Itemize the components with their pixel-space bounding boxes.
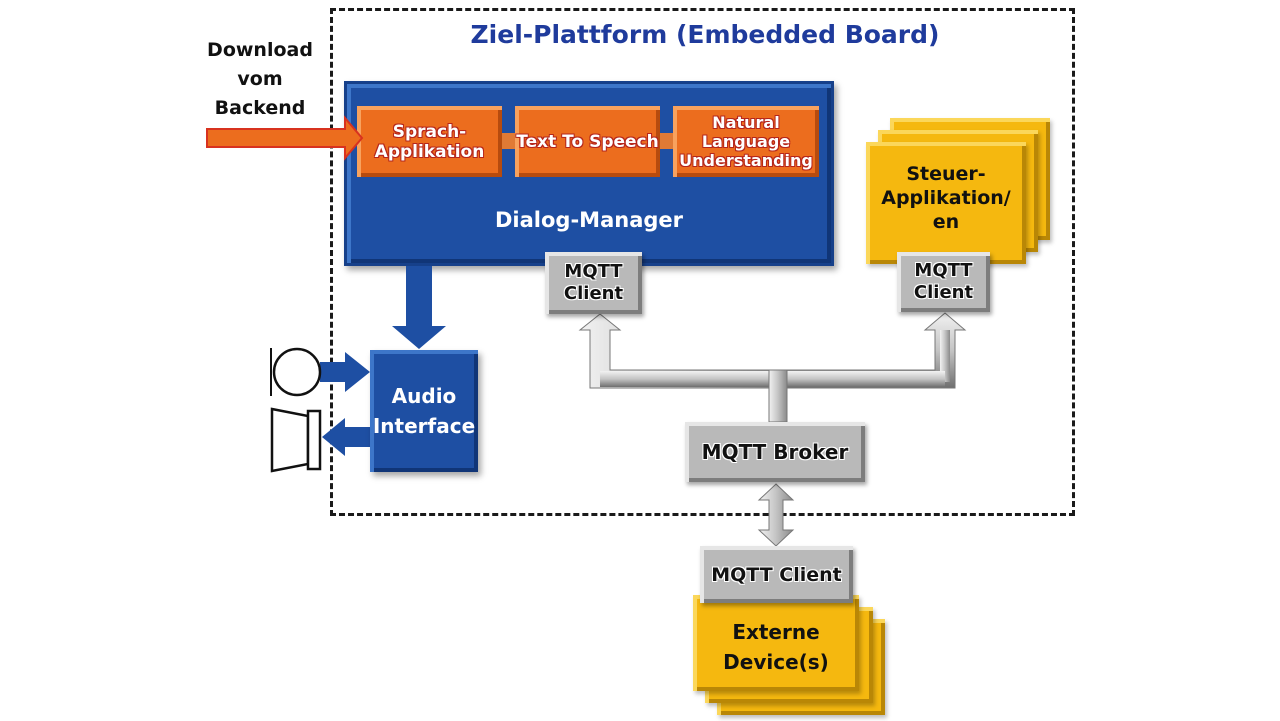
control-application-box: Steuer- Applikation/ en: [866, 142, 1026, 264]
bus-to-broker-stem: [768, 369, 788, 423]
external-mqtt-client: MQTT Client: [700, 546, 853, 603]
platform-boundary: [330, 8, 1075, 516]
nlu-module: Natural Language Understanding: [673, 106, 819, 177]
speech-application-module: Sprach- Applikation: [357, 106, 502, 177]
audio-to-speaker-arrow: [322, 418, 370, 456]
module-connector: [500, 133, 518, 149]
mic-to-audio-arrow: [320, 352, 370, 392]
control-app-mqtt-client: MQTT Client: [897, 252, 990, 312]
download-label-line: Download: [207, 39, 313, 61]
audio-interface-box: Audio Interface: [370, 350, 478, 472]
download-label-line: vom: [237, 68, 283, 90]
download-arrow: [206, 115, 364, 161]
platform-title: Ziel-Plattform (Embedded Board): [470, 20, 940, 49]
dialog-to-audio-arrow: [392, 266, 446, 349]
mqtt-broker-box: MQTT Broker: [685, 422, 865, 482]
module-connector: [658, 133, 676, 149]
text-to-speech-module: Text To Speech: [515, 106, 660, 177]
broker-external-double-arrow: [757, 483, 795, 547]
download-label-line: Backend: [214, 97, 306, 119]
dialog-manager-mqtt-client: MQTT Client: [545, 252, 642, 314]
external-devices-box: Externe Device(s): [693, 595, 859, 691]
speaker-icon: [270, 407, 322, 473]
download-label: Download vom Backend: [200, 36, 320, 123]
dialog-manager-label: Dialog-Manager: [495, 208, 683, 232]
microphone-icon: [270, 347, 322, 397]
